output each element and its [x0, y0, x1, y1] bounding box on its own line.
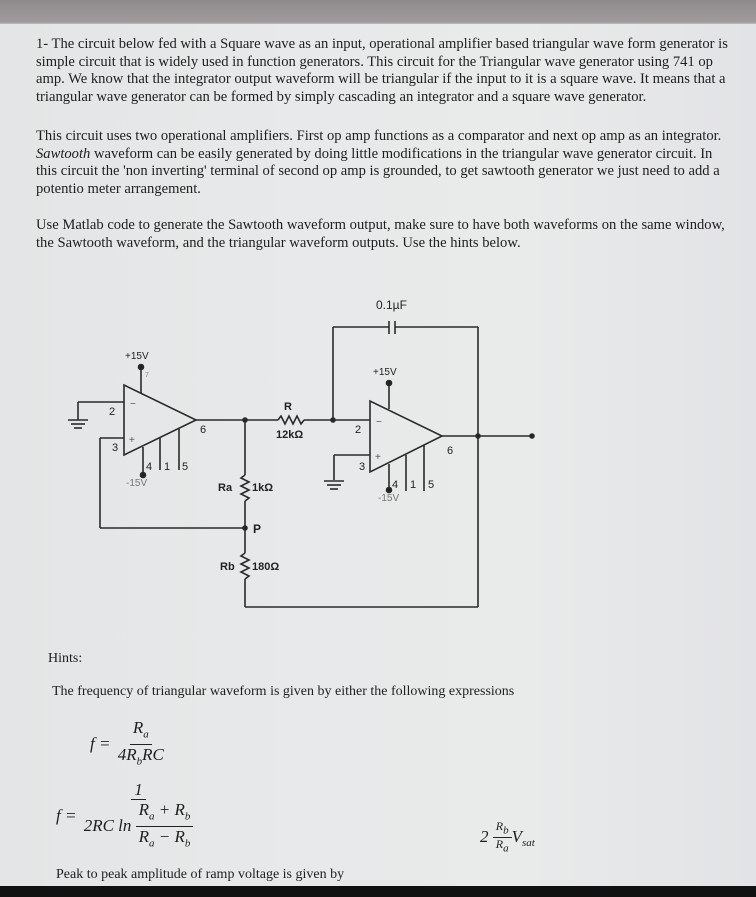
- eq1-lhs: f =: [90, 733, 111, 753]
- opamp2-triangle: [369, 399, 444, 474]
- eq1-den-tail: RC: [142, 745, 164, 765]
- eq3-vsat: V: [511, 826, 522, 846]
- opamp1-pin5-label: 5: [182, 461, 188, 473]
- eq2-sub: b: [184, 810, 191, 823]
- frequency-equation-1: f = Ra 4RbRC: [90, 718, 167, 772]
- hints-heading: Hints:: [48, 651, 83, 666]
- resistor-ra-value: 1kΩ: [252, 482, 273, 494]
- eq2-sub: a: [149, 810, 155, 823]
- eq3-vsat-sub: sat: [521, 837, 535, 850]
- opamp1-pin1-label: 1: [164, 461, 170, 473]
- eq2-sub: a: [149, 837, 155, 850]
- eq3-num: R: [495, 819, 504, 833]
- opamp2-vminus-label: -15V: [378, 493, 399, 504]
- document-page: [0, 24, 756, 886]
- opamp1-pin2-label: 2: [109, 406, 115, 418]
- eq2-inner-den: R: [138, 827, 150, 847]
- eq2-num: 1: [131, 780, 146, 800]
- eq1-num: R: [132, 718, 144, 737]
- eq2-lhs: f =: [56, 805, 77, 825]
- opamp1-pin6-label: 6: [200, 424, 206, 436]
- eq1-den-sub: b: [136, 755, 143, 768]
- opamp1-pin7-label: 7: [145, 372, 149, 379]
- eq2-inner-num: R: [138, 800, 150, 819]
- opamp2-vplus-label: +15V: [373, 367, 397, 378]
- eq2-sub: b: [184, 837, 191, 850]
- svg-text:+: +: [129, 435, 135, 446]
- eq3-den: R: [495, 837, 504, 852]
- resistor-ra-name: Ra: [218, 482, 233, 494]
- svg-text:+: +: [375, 452, 381, 463]
- italic-sawtooth: Sawtooth: [36, 145, 91, 162]
- amplitude-equation: 2 Rb Ra Vsat: [480, 820, 535, 856]
- task-paragraph: Use Matlab code to generate the Sawtooth…: [36, 217, 725, 251]
- eq3-num-sub: b: [503, 824, 509, 837]
- screen-bottom-bezel: [0, 886, 756, 897]
- opamp1-vminus-label: -15V: [126, 478, 147, 489]
- eq2-den-pre: 2RC ln: [83, 815, 132, 835]
- peak-amplitude-description: Peak to peak amplitude of ramp voltage i…: [56, 867, 345, 882]
- resistor-rb-name: Rb: [220, 561, 235, 573]
- svg-text:−: −: [376, 417, 382, 428]
- text-span: This circuit uses two operational amplif…: [36, 128, 722, 144]
- resistor-rb-value: 180Ω: [252, 561, 279, 573]
- eq2-mid: − R: [154, 827, 185, 847]
- opamp2-pin3-label: 3: [359, 461, 365, 473]
- opamp2-pin5-label: 5: [428, 479, 434, 491]
- opamp2-pin1-label: 1: [410, 479, 416, 491]
- eq1-den: 4R: [117, 745, 137, 765]
- opamp2-pin4-label: 4: [392, 479, 398, 491]
- frequency-description: The frequency of triangular waveform is …: [52, 684, 515, 699]
- eq3-den-sub: a: [503, 842, 509, 855]
- capacitor-value: 0.1µF: [376, 298, 407, 312]
- eq2-mid: + R: [154, 800, 185, 819]
- eq3-coef: 2: [480, 826, 489, 846]
- frequency-equation-2: f = 1 2RC ln Ra + Rb Ra − Rb: [56, 780, 196, 854]
- intro-paragraph: 1- The circuit below fed with a Square w…: [36, 36, 728, 105]
- opamp1-pin3-label: 3: [112, 442, 118, 454]
- opamp1-vplus-label: +15V: [125, 351, 149, 362]
- circuit-description-paragraph: This circuit uses two operational amplif…: [36, 128, 736, 198]
- eq1-num-sub: a: [143, 728, 149, 741]
- opamp2-pin2-label: 2: [355, 424, 361, 436]
- opamp1-triangle: [123, 383, 198, 457]
- text-span: waveform can be easily generated by doin…: [36, 145, 720, 197]
- opamp2-pin6-label: 6: [447, 445, 453, 457]
- svg-text:−: −: [130, 399, 136, 410]
- resistor-r-name: R: [284, 401, 292, 413]
- circuit-diagram: +15V 7 2 3 6 4 1 5 -15V R 12kΩ Ra 1kΩ P …: [68, 298, 535, 608]
- node-p-label: P: [253, 522, 261, 536]
- resistor-r-value: 12kΩ: [276, 429, 303, 441]
- opamp1-pin4-label: 4: [146, 461, 152, 473]
